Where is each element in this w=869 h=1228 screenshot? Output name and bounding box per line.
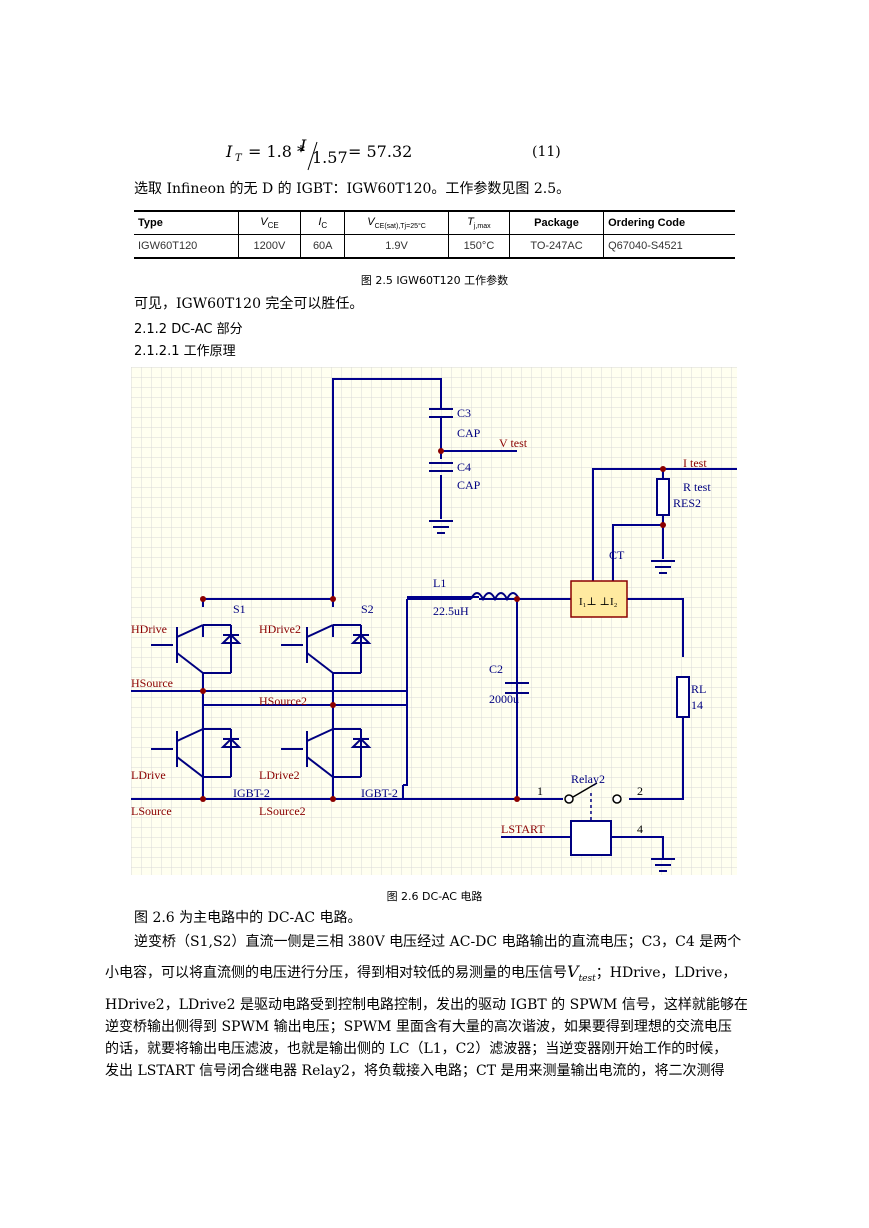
table-cell: 60A [300,234,346,259]
eq-result: = 57.32 [348,142,413,161]
paragraph-2-line-5: 的话，就要将输出电压滤波，也就是输出侧的 LC（L1，C2）滤波器；当逆变器刚开… [105,1041,728,1057]
paragraph-2-line-6: 发出 LSTART 信号闭合继电器 Relay2，将负载接入电路；CT 是用来测… [105,1063,725,1079]
table-cell: 150°C [447,234,510,259]
relay-coil [570,820,612,856]
table-cell: TO-247AC [508,234,605,259]
label-lsource2: LSource2 [259,804,306,818]
col-vcesat: VCE(sat),Tj=25°C [344,210,449,235]
select-line: 选取 Infineon 的无 D 的 IGBT：IGW60T120。工作参数见图… [134,181,571,197]
capacitor-c4 [429,462,453,472]
schematic-grid [131,367,737,875]
relay-contact-1 [564,794,574,804]
svg-text:I₁⊥ ⊥I₂: I₁⊥ ⊥I₂ [579,596,618,608]
label-c3: C3 [457,406,471,420]
label-c2-value: 2000u [489,692,519,706]
eq-number: (11) [532,144,561,160]
label-rl-value: 14 [691,698,703,712]
eq-lhs-sub: T [235,153,242,164]
label-rl: RL [691,682,706,696]
label-res2: RES2 [673,496,701,510]
label-s1: S1 [233,602,246,616]
label-l1-value: 22.5uH [433,604,469,618]
table-caption: 图 2.5 IGW60T120 工作参数 [360,274,509,287]
inductor-l1 [470,592,520,602]
label-pin-1: 1 [537,784,543,798]
col-type: Type [134,210,239,235]
table-header-row: Type VCE IC VCE(sat),Tj=25°C Tj,max Pack… [134,210,735,235]
current-transformer [570,580,628,618]
label-i-test: I test [683,456,707,470]
schematic-canvas: I₁⊥ ⊥I₂ [131,367,737,875]
label-hdrive: HDrive [131,622,167,636]
label-igbt-b: IGBT-2 [361,786,398,800]
eq-rhs-prefix: = 1.8 * [248,142,306,161]
label-ldrive: LDrive [131,768,166,782]
label-c3-type: CAP [457,426,481,440]
label-c4-type: CAP [457,478,481,492]
junction-dots [200,448,666,802]
resistor-rtest [656,478,670,516]
label-ct: CT [609,548,625,562]
label-pin-4: 4 [637,822,643,836]
table-cell: IGW60T120 [134,234,239,259]
label-s2: S2 [361,602,374,616]
paragraph-2-line-2: 小电容，可以将直流侧的电压进行分压，得到相对较低的易测量的电压信号Vtest；H… [105,962,737,984]
table-cell: 1200V [237,234,302,259]
label-hsource: HSource [131,676,173,690]
label-r-test: R test [683,480,711,494]
figure-caption: 图 2.6 DC-AC 电路 [386,890,483,903]
col-tjmax: Tj,max [447,210,510,235]
igbt-s1-high [151,624,242,674]
label-hsource2: HSource2 [259,694,307,708]
label-v-test: V test [499,436,528,450]
eq-lhs-var: I [226,142,233,161]
col-vce: VCE [237,210,302,235]
col-ic: IC [300,210,346,235]
igbt-parameter-table: Type VCE IC VCE(sat),Tj=25°C Tj,max Pack… [134,210,735,259]
paragraph-2-line-4: 逆变桥输出侧得到 SPWM 输出电压；SPWM 里面含有大量的高次谐波，如果要得… [105,1019,732,1035]
label-c2: C2 [489,662,503,676]
relay-contact-2 [612,794,622,804]
table-cell: 1.9V [344,234,449,259]
label-l1: L1 [433,576,446,590]
label-lstart: LSTART [501,822,545,836]
label-hdrive2: HDrive2 [259,622,301,636]
igbt-s1-low [151,728,242,778]
section-heading-dcac: 2.1.2 DC-AC 部分 [134,322,243,337]
section-heading-principle: 2.1.2.1 工作原理 [134,344,236,359]
capacitor-c3 [429,408,453,425]
eq-frac-num: I [300,136,307,155]
col-package: Package [508,210,605,235]
ground-icon [651,858,675,872]
col-ordering: Ordering Code [603,210,735,235]
resistor-rl [676,676,690,718]
eq-frac-slash [307,141,318,171]
label-ldrive2: LDrive2 [259,768,300,782]
ground-icon [429,520,453,534]
capacitor-c2 [505,682,529,694]
label-lsource: LSource [131,804,172,818]
eq-frac-den: 1.57 [312,148,348,167]
label-pin-2: 2 [637,784,643,798]
table-cell: Q67040-S4521 [603,234,735,259]
label-relay: Relay2 [571,772,605,786]
paragraph-2-line-1: 逆变桥（S1,S2）直流一侧是三相 380V 电压经过 AC-DC 电路输出的直… [134,934,742,950]
paragraph-1: 图 2.6 为主电路中的 DC-AC 电路。 [134,910,362,926]
igbt-s2-high [281,624,372,674]
schematic-labels: C3 CAP V test C4 CAP I test R test RES2 … [131,406,711,836]
label-c4: C4 [457,460,471,474]
dcac-schematic: I₁⊥ ⊥I₂ [131,367,737,875]
igbt-s2-low [281,728,372,778]
label-igbt-a: IGBT-2 [233,786,270,800]
paragraph-2-line-3: HDrive2，LDrive2 是驱动电路受到控制电路控制，发出的驱动 IGBT… [105,997,748,1013]
equation-11: I T = 1.8 * I 1.57 = 57.32 (11) [226,136,726,176]
ground-icon [651,560,675,574]
relay-switch [572,782,598,798]
conclusion-line: 可见，IGW60T120 完全可以胜任。 [134,296,364,312]
table-row: IGW60T120 1200V 60A 1.9V 150°C TO-247AC … [134,234,735,259]
